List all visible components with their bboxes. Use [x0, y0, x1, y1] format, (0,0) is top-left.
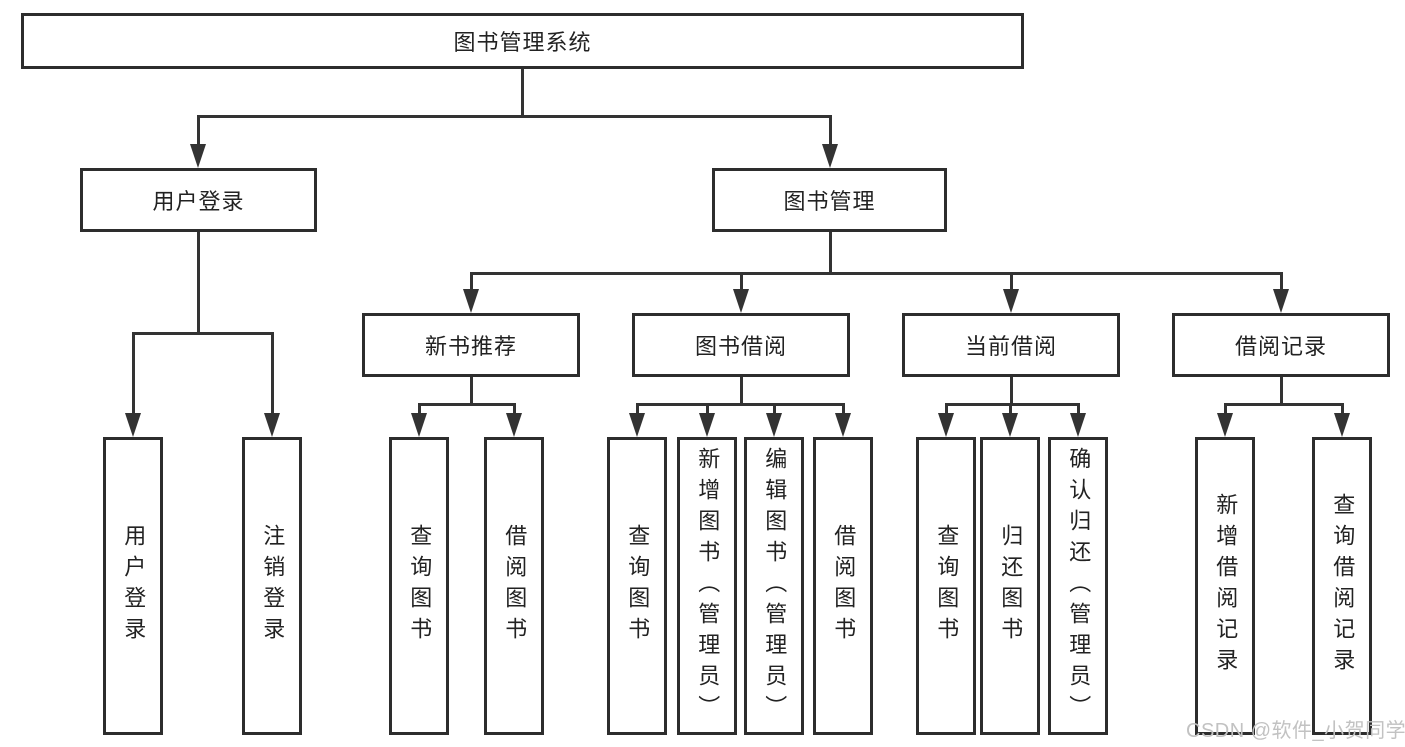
arrowhead-nb-query — [411, 413, 427, 437]
connector-borrow-records-hbar — [1224, 403, 1344, 406]
connector-borrow-records-stem — [1280, 377, 1283, 406]
node-nb-query-books-label: 查询图书 — [407, 524, 433, 648]
arrowhead-bb-edit — [766, 413, 782, 437]
node-bb-query-books: 查询图书 — [607, 437, 667, 735]
arrowhead-user-login-leaf — [125, 413, 141, 437]
node-logout-leaf: 注销登录 — [242, 437, 302, 735]
arrowhead-user-login — [190, 144, 206, 168]
node-cb-confirm-return: 确认归还（管理员） — [1048, 437, 1108, 735]
node-cb-return-books-label: 归还图书 — [998, 524, 1024, 648]
watermark: CSDN @软件_小贺同学 — [1186, 720, 1405, 742]
connector-user-login-leaf-drop — [132, 332, 135, 414]
node-user-login-leaf-label: 用户登录 — [121, 524, 147, 648]
connector-current-borrow-hbar — [945, 403, 1080, 406]
connector-nb-query-drop — [418, 403, 421, 415]
arrowhead-cb-return — [1002, 413, 1018, 437]
node-logout-leaf-label: 注销登录 — [260, 524, 286, 648]
node-bb-borrow-books-label: 借阅图书 — [831, 524, 857, 648]
connector-bb-edit-drop — [773, 403, 776, 415]
node-current-borrow: 当前借阅 — [902, 313, 1120, 377]
node-user-login: 用户登录 — [80, 168, 317, 232]
node-bb-query-books-label: 查询图书 — [625, 524, 651, 648]
connector-new-book-rec-stem — [470, 377, 473, 406]
connector-book-mgmt-drop — [829, 115, 832, 145]
node-book-mgmt-label: 图书管理 — [783, 189, 876, 214]
connector-cb-return-drop — [1009, 403, 1012, 415]
node-cb-query-books: 查询图书 — [916, 437, 976, 735]
node-nb-borrow-books: 借阅图书 — [484, 437, 544, 735]
connector-level2-hbar — [470, 272, 1282, 275]
connector-new-book-rec-hbar — [418, 403, 516, 406]
connector-nb-borrow-drop — [513, 403, 516, 415]
node-borrow-records-label: 借阅记录 — [1234, 334, 1327, 359]
connector-root-stem — [521, 69, 524, 118]
node-br-query-record: 查询借阅记录 — [1312, 437, 1372, 735]
connector-current-borrow-stem — [1010, 377, 1013, 406]
node-br-query-record-label: 查询借阅记录 — [1330, 493, 1356, 679]
node-current-borrow-label: 当前借阅 — [964, 334, 1057, 359]
node-bb-borrow-books: 借阅图书 — [813, 437, 873, 735]
arrowhead-cb-confirm — [1070, 413, 1086, 437]
node-user-login-label: 用户登录 — [152, 189, 245, 214]
arrowhead-book-borrow — [733, 289, 749, 313]
node-cb-query-books-label: 查询图书 — [934, 524, 960, 648]
node-borrow-records: 借阅记录 — [1172, 313, 1390, 377]
node-br-add-record-label: 新增借阅记录 — [1213, 493, 1239, 679]
connector-book-borrow-stem — [740, 377, 743, 406]
arrowhead-logout-leaf — [264, 413, 280, 437]
node-nb-borrow-books-label: 借阅图书 — [502, 524, 528, 648]
connector-user-login-drop — [197, 115, 200, 145]
node-cb-confirm-return-label: 确认归还（管理员） — [1066, 446, 1092, 726]
connector-user-login-stem — [197, 232, 200, 335]
connector-book-borrow-drop — [740, 272, 743, 292]
node-bb-add-books-label: 新增图书（管理员） — [695, 446, 721, 726]
arrowhead-bb-borrow — [835, 413, 851, 437]
node-br-add-record: 新增借阅记录 — [1195, 437, 1255, 735]
arrowhead-borrow-records — [1273, 289, 1289, 313]
node-cb-return-books: 归还图书 — [980, 437, 1040, 735]
arrowhead-book-mgmt — [822, 144, 838, 168]
arrowhead-br-query — [1334, 413, 1350, 437]
node-nb-query-books: 查询图书 — [389, 437, 449, 735]
node-user-login-leaf: 用户登录 — [103, 437, 163, 735]
connector-cb-confirm-drop — [1077, 403, 1080, 415]
arrowhead-nb-borrow — [506, 413, 522, 437]
node-book-borrow: 图书借阅 — [632, 313, 850, 377]
node-root: 图书管理系统 — [21, 13, 1024, 69]
node-book-mgmt: 图书管理 — [712, 168, 947, 232]
connector-bb-query-drop — [636, 403, 639, 415]
node-bb-edit-books-label: 编辑图书（管理员） — [762, 446, 788, 726]
connector-bb-borrow-drop — [842, 403, 845, 415]
connector-user-login-hbar — [132, 332, 274, 335]
arrowhead-bb-query — [629, 413, 645, 437]
arrowhead-new-book-rec — [463, 289, 479, 313]
node-bb-edit-books: 编辑图书（管理员） — [744, 437, 804, 735]
arrowhead-bb-add — [699, 413, 715, 437]
node-book-borrow-label: 图书借阅 — [694, 334, 787, 359]
node-bb-add-books: 新增图书（管理员） — [677, 437, 737, 735]
connector-book-borrow-hbar — [636, 403, 845, 406]
connector-br-query-drop — [1341, 403, 1344, 415]
node-root-label: 图书管理系统 — [453, 30, 592, 55]
connector-borrow-records-drop — [1280, 272, 1283, 292]
arrowhead-cb-query — [938, 413, 954, 437]
node-new-book-rec-label: 新书推荐 — [424, 334, 517, 359]
connector-cb-query-drop — [945, 403, 948, 415]
arrowhead-current-borrow — [1003, 289, 1019, 313]
connector-root-hbar — [197, 115, 831, 118]
connector-book-mgmt-stem — [829, 232, 832, 275]
arrowhead-br-add — [1217, 413, 1233, 437]
connector-current-borrow-drop — [1010, 272, 1013, 292]
connector-logout-leaf-drop — [271, 332, 274, 414]
connector-br-add-drop — [1224, 403, 1227, 415]
connector-bb-add-drop — [706, 403, 709, 415]
connector-new-book-rec-drop — [470, 272, 473, 292]
node-new-book-rec: 新书推荐 — [362, 313, 580, 377]
